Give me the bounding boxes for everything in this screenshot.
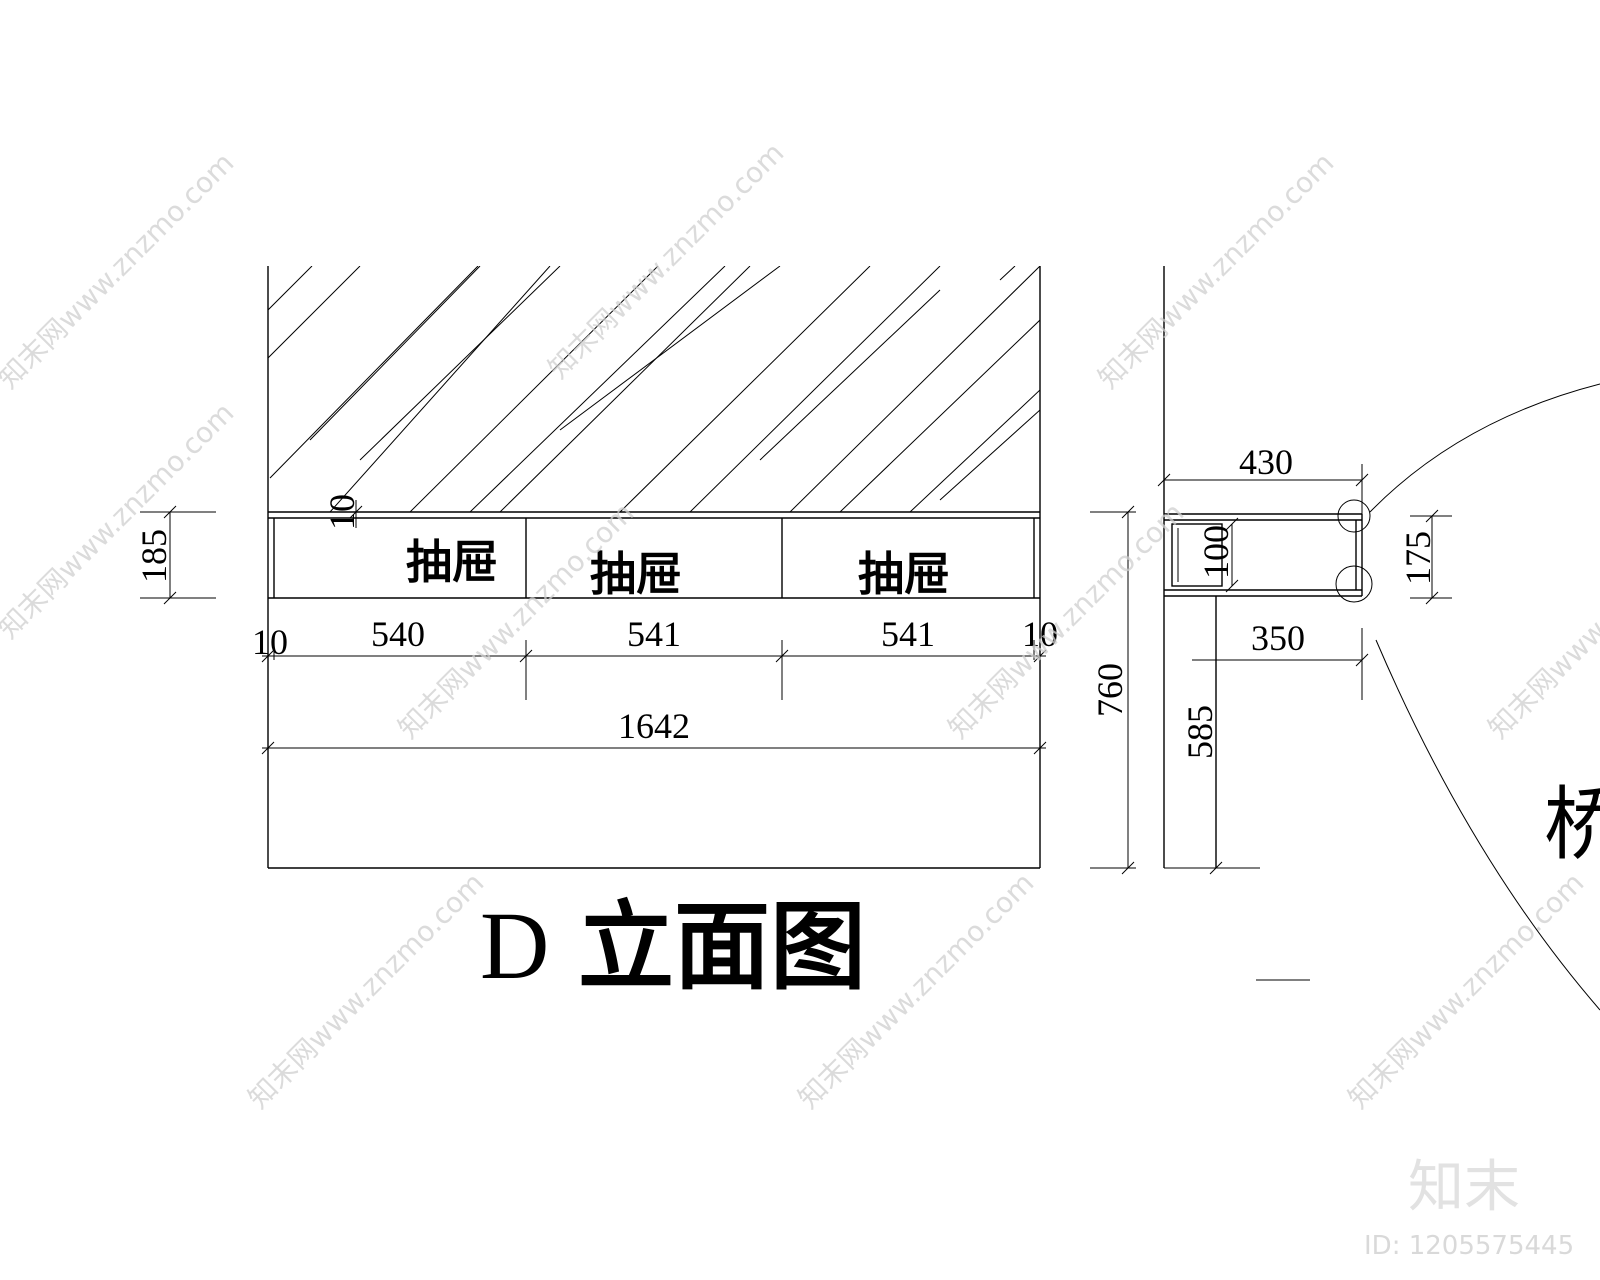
dim-10-top-text: 10 — [322, 494, 362, 530]
detail-circle-top — [1337, 499, 1371, 533]
drawer-label-2: 抽屉 — [590, 547, 682, 601]
dim-side-drawer-zone: 175 — [1398, 509, 1452, 605]
dim-total-width: 1642 — [261, 706, 1047, 755]
watermark-text-1: 知末网www.znzmo.com — [0, 146, 240, 395]
dim-185-text: 185 — [134, 529, 174, 583]
drawing-title: D 立面图 — [480, 891, 866, 1003]
dim-left-gap-text: 10 — [252, 622, 288, 662]
dim-541a-text: 541 — [627, 614, 681, 654]
dim-1642-text: 1642 — [618, 706, 690, 746]
dim-175-text: 175 — [1398, 531, 1438, 585]
detail-circle-bottom — [1335, 565, 1373, 603]
watermark-text-2: 知末网www.znzmo.com — [542, 136, 791, 385]
title-text: 立面图 — [578, 891, 866, 1003]
watermarks: 知末网www.znzmo.com 知末网www.znzmo.com 知末网www… — [0, 136, 1600, 1261]
watermark-id: ID: 1205575445 — [1364, 1231, 1574, 1261]
drawer-label-1: 抽屉 — [406, 535, 498, 589]
callout-arc-top — [1369, 383, 1600, 513]
watermark-text-5: 知末网www.znzmo.com — [392, 496, 641, 745]
dim-right-gap-text: 10 — [1022, 614, 1058, 654]
watermark-text-10: 知末网www.znzmo.com — [1342, 866, 1591, 1115]
dim-350-text: 350 — [1251, 618, 1305, 658]
dim-760-text: 760 — [1090, 663, 1130, 717]
dim-side-inner-depth: 350 — [1192, 618, 1369, 700]
watermark-text-4: 知末网www.znzmo.com — [0, 396, 240, 645]
dim-top-board: 10 — [322, 494, 363, 530]
cut-off-character: 桥 — [1544, 778, 1600, 871]
watermark-text-6: 知末网www.znzmo.com — [942, 496, 1191, 745]
watermark-logo: 知末 — [1408, 1155, 1520, 1220]
watermark-text-8: 知末网www.znzmo.com — [242, 866, 491, 1115]
glass-hatch — [268, 266, 1040, 512]
dim-drawer-height: 185 — [134, 505, 216, 605]
watermark-text-7: 知末网www.znzmo.com — [1482, 496, 1600, 745]
dim-side-drawer-box: 100 — [1196, 517, 1239, 593]
dim-100-text: 100 — [1196, 525, 1236, 579]
front-elevation: 抽屉 抽屉 抽屉 185 10 — [134, 266, 1136, 875]
dim-side-leg-height: 585 — [1180, 596, 1223, 875]
side-elevation: 430 100 175 350 585 — [1157, 266, 1600, 1011]
dim-side-depth: 430 — [1157, 442, 1369, 514]
title-prefix: D — [480, 892, 549, 999]
dim-430-text: 430 — [1239, 442, 1293, 482]
dim-drawer-widths: 10 540 541 541 10 — [252, 614, 1058, 700]
watermark-text-3: 知末网www.znzmo.com — [1092, 146, 1341, 395]
drawer-label-3: 抽屉 — [858, 547, 950, 601]
callout-arc-bottom — [1375, 639, 1600, 1011]
dim-541b-text: 541 — [881, 614, 935, 654]
side-drawer-box — [1171, 523, 1223, 587]
dim-540-text: 540 — [371, 614, 425, 654]
dim-585-text: 585 — [1180, 705, 1220, 759]
dim-total-height: 760 — [1090, 505, 1136, 875]
